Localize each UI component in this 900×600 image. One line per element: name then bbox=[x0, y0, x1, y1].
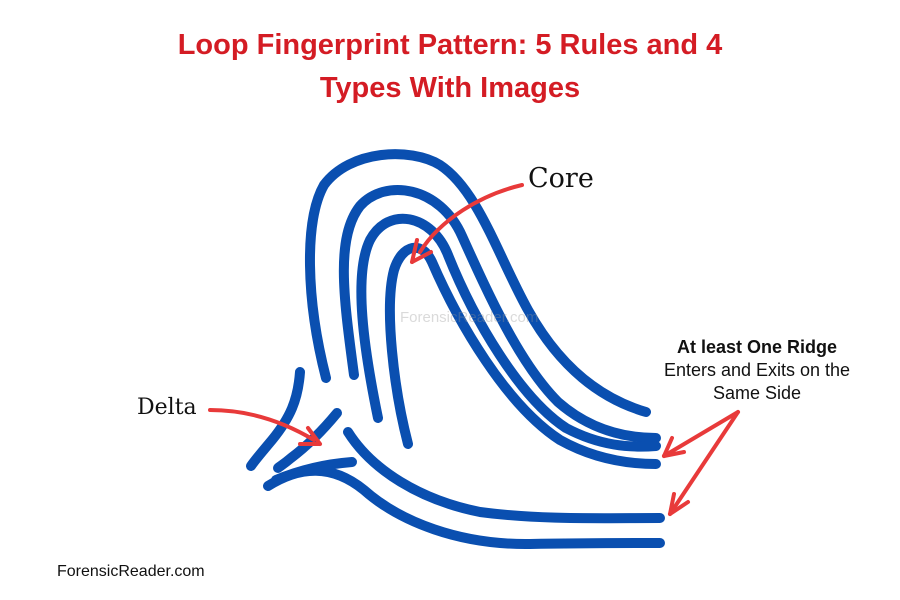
ridge-arrow-upper bbox=[662, 410, 740, 458]
title-line-1: Loop Fingerprint Pattern: 5 Rules and 4 bbox=[177, 29, 723, 61]
page-title: Loop Fingerprint Pattern: 5 Rules and 4 … bbox=[0, 24, 900, 110]
watermark: ForensicReader.com bbox=[400, 309, 539, 326]
delta-left-ridge bbox=[246, 367, 305, 471]
ridge-arrowhead-upper bbox=[662, 436, 686, 458]
ridge-loop-3 bbox=[356, 213, 661, 452]
ridge-loop-2 bbox=[338, 185, 661, 443]
ridge-note-bold: At least One Ridge bbox=[676, 337, 838, 357]
ridge-note-line-3: Same Side bbox=[712, 383, 802, 403]
ridge-arrow-lower bbox=[668, 410, 740, 516]
title-line-2: Types With Images bbox=[319, 72, 581, 104]
ridge-note-line-2: Enters and Exits on the bbox=[663, 360, 851, 380]
delta-label: Delta bbox=[137, 395, 197, 420]
delta-arrowhead bbox=[298, 426, 322, 446]
ridge-arrowhead-lower bbox=[668, 492, 690, 516]
footer-site-name: ForensicReader.com bbox=[57, 563, 205, 580]
delta-arrow bbox=[208, 408, 316, 442]
ridge-lower bbox=[343, 427, 665, 524]
delta-cross-ridge bbox=[271, 457, 357, 485]
core-arrowhead bbox=[410, 238, 433, 264]
core-arrow bbox=[418, 183, 524, 254]
ridge-outer-loop bbox=[304, 149, 651, 417]
ridge-loop-4 bbox=[384, 242, 661, 469]
core-label: Core bbox=[528, 163, 594, 194]
ridge-rule-note: At least One Ridge Enters and Exits on t… bbox=[628, 336, 886, 405]
delta-inner-ridge bbox=[273, 408, 342, 473]
